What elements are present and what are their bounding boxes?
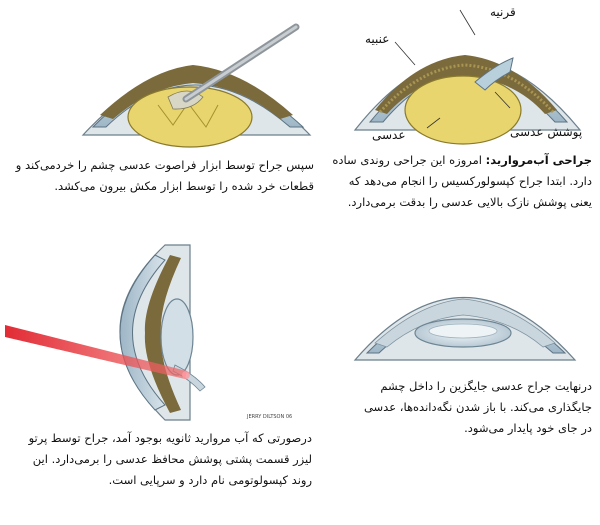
label-iris: عنبیه <box>365 32 390 46</box>
label-cornea: قرنیه <box>490 5 516 19</box>
laser-capsulotomy-illustration <box>5 244 206 421</box>
label-lens: عدسی <box>372 128 406 142</box>
lens-fragments <box>127 86 253 148</box>
caption-step-1: جراحی آب‌مروارید: امروزه این جراحی روندی… <box>330 150 592 213</box>
caption-title: جراحی آب‌مروارید: <box>485 153 592 167</box>
caption-text: امروزه این جراحی روندی ساده دارد. ابتدا … <box>332 153 592 209</box>
label-capsule: پوشش عدسی <box>510 125 583 139</box>
caption-step-3: درنهایت جراح عدسی جایگزین را داخل چشم جا… <box>363 379 592 435</box>
iris-shape <box>375 55 557 114</box>
caption-step-4: درصورتی که آب مروارید ثانویه بوجود آمد، … <box>28 431 312 487</box>
iris-side <box>144 255 181 413</box>
implanted-lens <box>160 298 194 376</box>
capsule-flap <box>474 57 514 91</box>
cornea-side <box>119 254 166 411</box>
laser-beam <box>5 325 187 379</box>
illustrator-credit: JERRY DILTSON 06 <box>247 414 293 420</box>
phaco-illustration <box>81 23 312 148</box>
lens-shape <box>404 75 522 145</box>
caption-step-2: سپس جراح توسط ابزار فراصوت عدسی چشم را خ… <box>15 158 314 193</box>
iol-insertion-illustration <box>353 296 577 361</box>
eye-anatomy-illustration <box>353 9 582 145</box>
